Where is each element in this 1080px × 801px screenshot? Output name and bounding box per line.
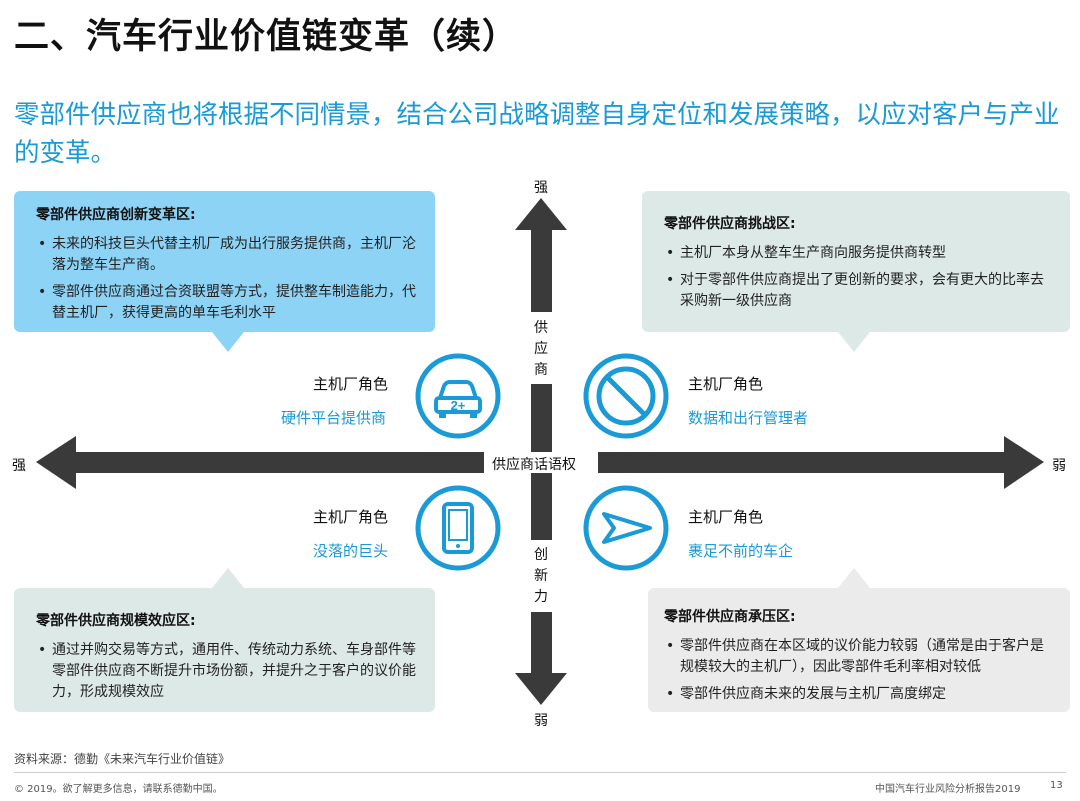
callout-tail xyxy=(212,568,244,588)
role-label: 主机厂角色 xyxy=(313,375,389,393)
role-label: 主机厂角色 xyxy=(688,508,764,526)
smartphone-icon xyxy=(415,485,501,571)
source-note: 资料来源：德勤《未来汽车行业价值链》 xyxy=(14,752,231,766)
role-bottom-right: 主机厂角色 裹足不前的车企 xyxy=(688,506,793,561)
prohibited-icon xyxy=(583,353,669,439)
axis-right-label: 弱 xyxy=(1052,458,1066,474)
top-arrowhead xyxy=(515,198,567,230)
axis-left-label: 强 xyxy=(12,458,26,474)
list-item: 未来的科技巨头代替主机厂成为出行服务提供商，主机厂沦落为整车生产商。 xyxy=(36,234,421,276)
callout-tail xyxy=(212,332,244,352)
page-number: 13 xyxy=(1050,780,1063,791)
role-label: 主机厂角色 xyxy=(688,375,764,393)
footer-divider xyxy=(14,772,1066,773)
vertical-axis-title-lower: 创新力 xyxy=(534,547,548,605)
box-title: 零部件供应商创新变革区: xyxy=(36,207,196,223)
navigation-arrow-icon xyxy=(583,485,669,571)
role-value: 硬件平台提供商 xyxy=(281,409,387,427)
axis-bottom-label: 弱 xyxy=(534,713,548,729)
list-item: 通过并购交易等方式，通用件、传统动力系统、车身部件等零部件供应商不断提升市场份额… xyxy=(36,640,421,703)
right-arrowhead xyxy=(1004,436,1044,489)
list-item: 零部件供应商通过合资联盟等方式，提供整车制造能力，代替主机厂，获得更高的单车毛利… xyxy=(36,282,421,324)
box-title: 零部件供应商挑战区: xyxy=(664,216,796,232)
list-item: 零部件供应商未来的发展与主机厂高度绑定 xyxy=(664,684,1056,705)
list-item: 零部件供应商在本区域的议价能力较弱（通常是由于客户是规模较大的主机厂），因此零部… xyxy=(664,636,1056,678)
role-label: 主机厂角色 xyxy=(313,508,389,526)
car-icon-text: 2+ xyxy=(451,398,466,413)
copyright: © 2019。欲了解更多信息，请联系德勤中国。 xyxy=(14,784,223,795)
list-item: 主机厂本身从整车生产商向服务提供商转型 xyxy=(664,243,1056,264)
role-value: 数据和出行管理者 xyxy=(688,409,809,427)
left-arrowhead xyxy=(36,436,76,489)
box-title: 零部件供应商规模效应区: xyxy=(36,613,196,629)
list-item: 对于零部件供应商提出了更创新的要求，会有更大的比率去采购新一级供应商 xyxy=(664,270,1056,312)
horizontal-axis-title: 供应商话语权 xyxy=(492,457,576,473)
axis-top-label: 强 xyxy=(534,180,548,196)
pressure-zone-box: 零部件供应商承压区: 零部件供应商在本区域的议价能力较弱（通常是由于客户是规模较… xyxy=(648,588,1070,712)
vertical-axis-title-upper: 供应商 xyxy=(534,320,548,378)
challenge-zone-box: 零部件供应商挑战区: 主机厂本身从整车生产商向服务提供商转型 对于零部件供应商提… xyxy=(642,191,1070,332)
callout-tail xyxy=(838,332,870,352)
role-bottom-left: 主机厂角色 没落的巨头 xyxy=(313,506,388,561)
page-title: 二、汽车行业价值链变革（续） xyxy=(14,17,519,57)
car-icon: 2+ xyxy=(415,353,501,439)
role-value: 没落的巨头 xyxy=(313,542,389,560)
innovation-zone-box: 零部件供应商创新变革区: 未来的科技巨头代替主机厂成为出行服务提供商，主机厂沦落… xyxy=(14,191,435,332)
role-value: 裹足不前的车企 xyxy=(688,542,794,560)
scale-zone-box: 零部件供应商规模效应区: 通过并购交易等方式，通用件、传统动力系统、车身部件等零… xyxy=(14,588,435,712)
role-top-right: 主机厂角色 数据和出行管理者 xyxy=(688,373,808,428)
page-subtitle: 零部件供应商也将根据不同情景，结合公司战略调整自身定位和发展策略，以应对客户与产… xyxy=(14,100,1060,168)
role-top-left: 主机厂角色 硬件平台提供商 xyxy=(281,373,388,428)
bottom-arrowhead xyxy=(515,673,567,705)
report-name: 中国汽车行业风险分析报告2019 xyxy=(875,784,1021,795)
box-title: 零部件供应商承压区: xyxy=(664,609,796,625)
callout-tail xyxy=(838,568,870,588)
